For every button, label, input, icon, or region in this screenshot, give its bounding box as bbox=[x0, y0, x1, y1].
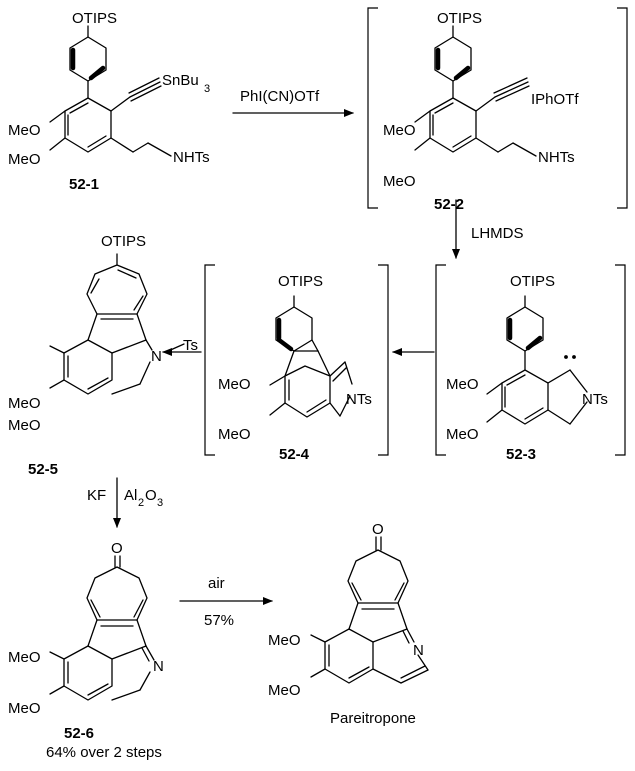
bracket-right bbox=[617, 7, 628, 209]
structure-52-5 bbox=[49, 253, 185, 395]
reagent-subscript: 3 bbox=[157, 497, 163, 509]
structure-52-2 bbox=[414, 25, 537, 157]
bracket-left bbox=[204, 264, 215, 456]
meo-label: MeO bbox=[218, 376, 251, 393]
n-label: N bbox=[153, 658, 164, 675]
meo-label: MeO bbox=[8, 122, 41, 139]
reagent-label: air bbox=[208, 575, 225, 592]
ketone-oxygen-label: O bbox=[111, 540, 123, 557]
compound-label-52-6: 52-6 bbox=[64, 725, 94, 742]
meo-label: MeO bbox=[8, 151, 41, 168]
otips-label: OTIPS bbox=[510, 273, 555, 290]
snbu-label: SnBu bbox=[162, 72, 199, 89]
meo-label: MeO bbox=[218, 426, 251, 443]
reagent-label: PhI(CN)OTf bbox=[240, 88, 320, 105]
otips-label: OTIPS bbox=[437, 10, 482, 27]
yield-label: 57% bbox=[204, 612, 234, 629]
reagent-label: KF bbox=[87, 487, 106, 504]
structure-52-3 bbox=[486, 295, 588, 425]
bracket-right bbox=[378, 264, 389, 456]
meo-label: MeO bbox=[383, 122, 416, 139]
structure-52-6 bbox=[49, 555, 155, 701]
meo-label: MeO bbox=[446, 376, 479, 393]
structure-52-1 bbox=[49, 25, 172, 157]
structure-52-4 bbox=[269, 295, 353, 418]
ts-label: Ts bbox=[183, 337, 198, 354]
iphotf-label: IPhOTf bbox=[531, 91, 579, 108]
reagent-subscript: 2 bbox=[138, 497, 144, 509]
otips-label: OTIPS bbox=[278, 273, 323, 290]
compound-label-pareitropone: Pareitropone bbox=[330, 710, 416, 727]
meo-label: MeO bbox=[8, 395, 41, 412]
nhts-label: NHTs bbox=[173, 149, 210, 166]
meo-label: MeO bbox=[268, 632, 301, 649]
reagent-label: Al bbox=[124, 487, 137, 504]
yield-note: 64% over 2 steps bbox=[46, 744, 162, 761]
meo-label: MeO bbox=[268, 682, 301, 699]
carbene-electron-dot bbox=[564, 355, 568, 359]
nts-label: NTs bbox=[582, 391, 608, 408]
nts-label: NTs bbox=[346, 391, 372, 408]
snbu-subscript: 3 bbox=[204, 83, 210, 95]
n-label: N bbox=[151, 348, 162, 365]
compound-label-52-2: 52-2 bbox=[434, 196, 464, 213]
bracket-left bbox=[435, 264, 446, 456]
reagent-label: O bbox=[145, 487, 157, 504]
carbene-electron-dot bbox=[572, 355, 576, 359]
compound-label-52-1: 52-1 bbox=[69, 176, 99, 193]
bracket-right bbox=[615, 264, 626, 456]
bracket-left bbox=[367, 7, 378, 209]
compound-label-52-5: 52-5 bbox=[28, 461, 58, 478]
meo-label: MeO bbox=[383, 173, 416, 190]
otips-label: OTIPS bbox=[72, 10, 117, 27]
compound-label-52-4: 52-4 bbox=[279, 446, 310, 463]
compound-label-52-3: 52-3 bbox=[506, 446, 536, 463]
meo-label: MeO bbox=[446, 426, 479, 443]
reagent-label: LHMDS bbox=[471, 225, 524, 242]
structure-pareitropone bbox=[310, 536, 429, 684]
nhts-label: NHTs bbox=[538, 149, 575, 166]
meo-label: MeO bbox=[8, 700, 41, 717]
meo-label: MeO bbox=[8, 417, 41, 434]
meo-label: MeO bbox=[8, 649, 41, 666]
ketone-oxygen-label: O bbox=[372, 521, 384, 538]
otips-label: OTIPS bbox=[101, 233, 146, 250]
n-label: N bbox=[413, 642, 424, 659]
